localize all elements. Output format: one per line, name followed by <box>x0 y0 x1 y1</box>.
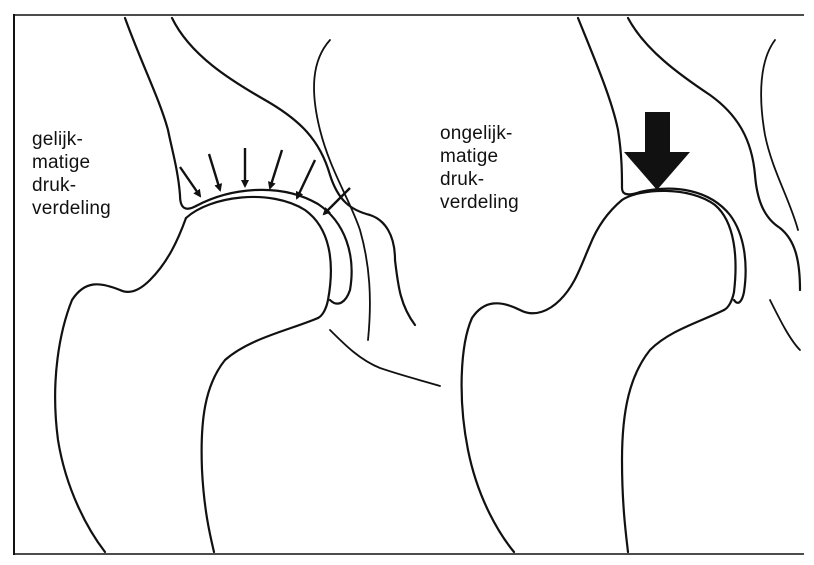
left-pelvis-outline <box>125 18 196 209</box>
left-caption-line-3: druk- <box>32 174 111 197</box>
right-caption: ongelijk- matige druk- verdeling <box>440 122 519 214</box>
left-pelvis-lower-contour <box>330 330 440 386</box>
right-hip-diagram <box>462 18 800 552</box>
left-caption: gelijk- matige druk- verdeling <box>32 128 111 220</box>
right-caption-line-2: matige <box>440 145 519 168</box>
left-ischium-contour <box>314 40 370 340</box>
arrow-icon <box>270 150 282 188</box>
arrow-icon <box>297 160 315 198</box>
arrow-icon <box>180 167 200 196</box>
left-femoral-head <box>186 197 331 318</box>
right-femur-outer <box>462 200 622 552</box>
left-femur-inner <box>202 318 318 552</box>
left-femur-outer <box>55 218 186 552</box>
left-caption-line-2: matige <box>32 151 111 174</box>
right-femur-inner <box>622 310 724 552</box>
right-caption-line-3: druk- <box>440 168 519 191</box>
right-caption-line-1: ongelijk- <box>440 122 519 145</box>
left-pelvis-contour <box>172 18 415 325</box>
left-caption-line-1: gelijk- <box>32 128 111 151</box>
right-caption-line-4: verdeling <box>440 191 519 214</box>
right-pelvis-outline <box>578 18 640 194</box>
large-arrow-icon <box>624 112 690 190</box>
right-femoral-head <box>622 191 736 310</box>
right-acetabulum-lip <box>640 189 746 303</box>
right-pelvis-lower-contour <box>770 300 800 350</box>
left-caption-line-4: verdeling <box>32 197 111 220</box>
arrow-icon <box>209 154 220 190</box>
right-ischium-contour <box>761 40 798 230</box>
left-hip-diagram <box>55 18 440 552</box>
